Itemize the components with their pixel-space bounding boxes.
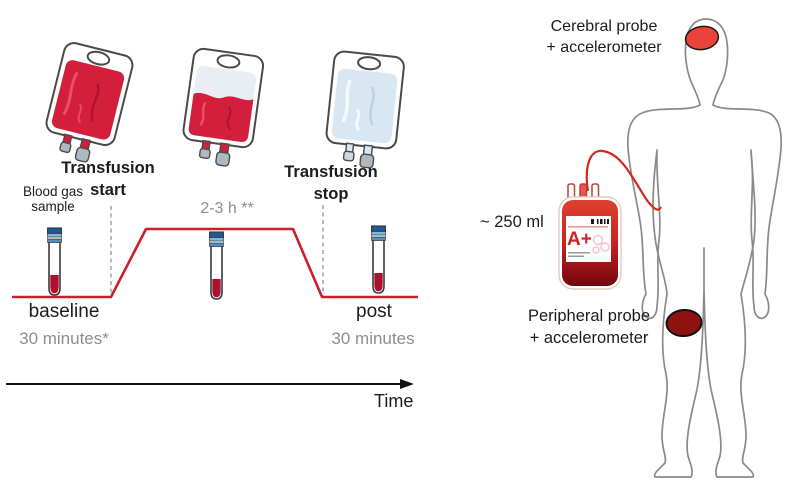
peripheral-probe-label: Peripheral probe + accelerometer (528, 307, 650, 347)
test-tube-during-icon (209, 231, 224, 300)
blood-bag-half-icon (182, 47, 265, 167)
bag-label-smalltext (568, 252, 590, 257)
human-body-outline (626, 18, 783, 478)
blood-bag-full-icon (45, 42, 134, 163)
plateau-duration-label: 2-3 h ** (200, 200, 254, 217)
bag-label (566, 216, 611, 262)
bag-label-barcode (591, 219, 609, 224)
peripheral-probe-marker (665, 308, 703, 338)
transfusion-bag-icon (558, 149, 662, 290)
test-tube-post-icon (371, 225, 386, 294)
test-tube-baseline-icon (47, 227, 62, 296)
blood-type-label: A+ (567, 229, 592, 250)
post-phase-label: post (356, 301, 392, 322)
transfusion-volume-label: ~ 250 ml (480, 213, 544, 231)
transfusion-stop-label: Transfusion stop (284, 163, 378, 203)
time-axis-arrow (6, 379, 414, 389)
baseline-duration-label: 30 minutes* (19, 329, 109, 348)
cerebral-probe-marker (684, 25, 720, 51)
transfusion-tube-line (585, 149, 662, 211)
bag-label-watermark (592, 234, 610, 254)
baseline-phase-label: baseline (28, 301, 100, 322)
cerebral-probe-label: Cerebral probe + accelerometer (546, 18, 662, 56)
transfusion-level-curve (12, 227, 418, 299)
post-duration-label: 30 minutes (331, 329, 415, 348)
blood-gas-sample-label: Blood gas sample (22, 184, 84, 214)
bag-label-redline (568, 226, 608, 228)
time-axis-label: Time (374, 391, 414, 411)
blood-bag-empty-icon (325, 50, 405, 169)
transfusion-start-label: Transfusion start (61, 159, 155, 199)
